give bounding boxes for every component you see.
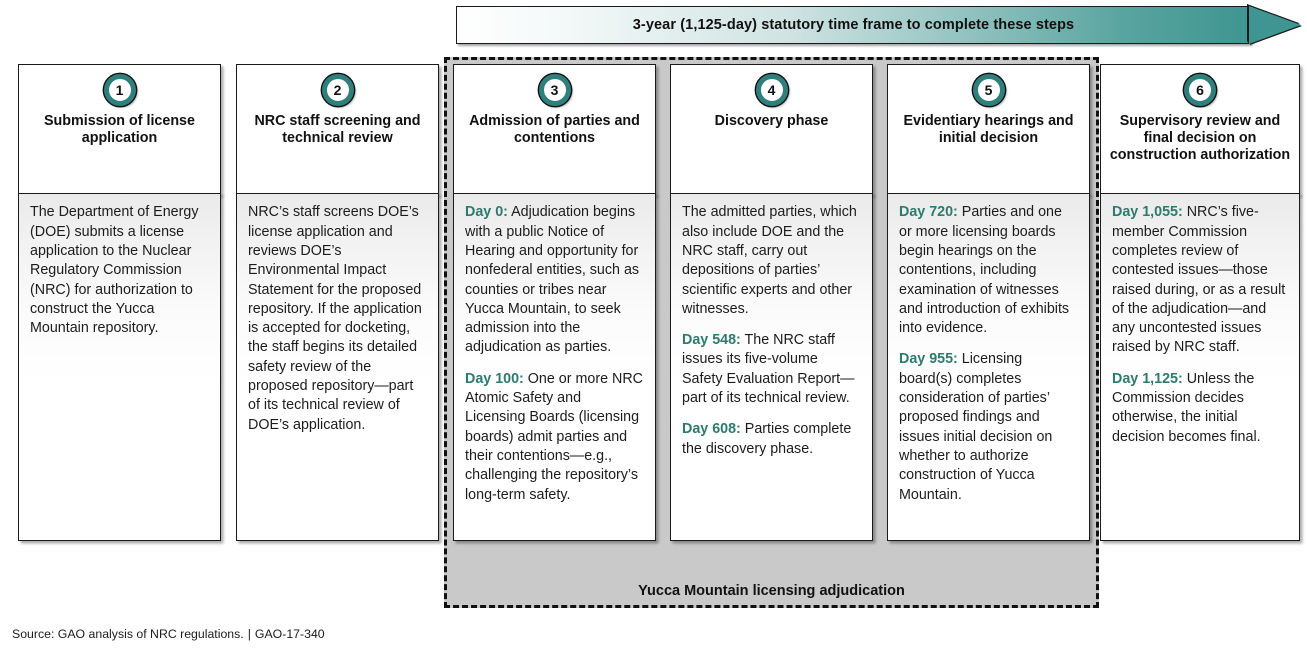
arrow-head-icon	[1249, 6, 1301, 44]
paragraph-text: Adjudication begins with a public Notice…	[465, 204, 640, 356]
step-3-paragraph-1: Day 0: Adjudication begins with a public…	[465, 203, 644, 357]
day-label: Day 1,125:	[1112, 370, 1183, 387]
day-label: Day 955:	[899, 351, 958, 368]
paragraph-text: NRC’s five-member Commission completes r…	[1112, 204, 1286, 356]
step-header-card-1: 1 Submission of license application	[18, 64, 221, 195]
day-label: Day 100:	[465, 370, 524, 387]
step-number-badge-1: 1	[103, 74, 136, 106]
source-text: Source: GAO analysis of NRC regulations.	[12, 627, 244, 641]
step-body-card-5: Day 720: Parties and one or more licensi…	[887, 193, 1090, 542]
step-2-paragraph-1: NRC’s staff screens DOE’s license applic…	[248, 203, 427, 435]
step-column-5: 5 Evidentiary hearings and initial decis…	[887, 64, 1090, 542]
source-line: Source: GAO analysis of NRC regulations.…	[12, 627, 325, 641]
step-header-card-3: 3 Admission of parties and contentions	[453, 64, 656, 195]
step-column-4: 4 Discovery phase The admitted parties, …	[670, 64, 873, 542]
step-column-3: 3 Admission of parties and contentions D…	[453, 64, 656, 542]
banner-body	[456, 6, 1251, 44]
step-header-card-5: 5 Evidentiary hearings and initial decis…	[887, 64, 1090, 195]
day-label: Day 548:	[682, 332, 741, 349]
day-label: Day 1,055:	[1112, 204, 1183, 221]
step-number-badge-6: 6	[1184, 74, 1216, 106]
step-number-badge-3: 3	[538, 74, 571, 106]
step-column-1: 1 Submission of license application The …	[18, 64, 221, 542]
step-body-card-2: NRC’s staff screens DOE’s license applic…	[236, 193, 439, 542]
statutory-timeframe-banner: 3-year (1,125-day) statutory time frame …	[456, 6, 1302, 44]
step-title-4: Discovery phase	[714, 113, 829, 129]
step-body-card-6: Day 1,055: NRC’s five-member Commission …	[1100, 193, 1300, 542]
step-column-6: 6 Supervisory review and final decision …	[1100, 64, 1300, 542]
step-body-card-1: The Department of Energy (DOE) submits a…	[18, 193, 221, 542]
day-label: Day 720:	[899, 204, 958, 221]
step-header-card-2: 2 NRC staff screening and technical revi…	[236, 64, 439, 195]
step-6-paragraph-2: Day 1,125: Unless the Commission decides…	[1112, 370, 1288, 447]
paragraph-text: One or more NRC Atomic Safety and Licens…	[465, 370, 643, 503]
step-body-card-4: The admitted parties, which also include…	[670, 193, 873, 542]
paragraph-text: The admitted parties, which also include…	[682, 204, 857, 317]
step-3-paragraph-2: Day 100: One or more NRC Atomic Safety a…	[465, 370, 644, 505]
step-body-card-3: Day 0: Adjudication begins with a public…	[453, 193, 656, 542]
step-title-2: NRC staff screening and technical review	[254, 113, 421, 147]
report-id: GAO-17-340	[254, 627, 325, 641]
step-5-paragraph-2: Day 955: Licensing board(s) completes co…	[899, 350, 1078, 504]
step-number-badge-5: 5	[972, 74, 1005, 106]
paragraph-text: Licensing board(s) completes considerati…	[899, 351, 1053, 503]
source-separator: |	[247, 627, 251, 641]
step-header-card-6: 6 Supervisory review and final decision …	[1100, 64, 1300, 195]
paragraph-text: Parties and one or more licensing boards…	[899, 204, 1070, 337]
step-title-6: Supervisory review and final decision on…	[1109, 113, 1291, 164]
adjudication-group-label: Yucca Mountain licensing adjudication	[638, 583, 905, 599]
paragraph-text: Parties complete the discovery phase.	[682, 421, 852, 457]
step-4-paragraph-1: The admitted parties, which also include…	[682, 203, 861, 319]
step-5-paragraph-1: Day 720: Parties and one or more licensi…	[899, 203, 1078, 338]
step-4-paragraph-3: Day 608: Parties complete the discovery …	[682, 420, 861, 459]
step-number-badge-2: 2	[321, 74, 354, 106]
step-4-paragraph-2: Day 548: The NRC staff issues its five-v…	[682, 331, 861, 408]
paragraph-text: Unless the Commission decides otherwise,…	[1112, 370, 1261, 445]
process-steps-row: 1 Submission of license application The …	[18, 64, 1300, 542]
paragraph-text: The Department of Energy (DOE) submits a…	[30, 204, 199, 337]
step-header-card-4: 4 Discovery phase	[670, 64, 873, 195]
banner-label: 3-year (1,125-day) statutory time frame …	[632, 17, 1075, 33]
step-number-badge-4: 4	[755, 74, 788, 106]
step-column-2: 2 NRC staff screening and technical revi…	[236, 64, 439, 542]
day-label: Day 608:	[682, 421, 741, 438]
paragraph-text: NRC’s staff screens DOE’s license applic…	[248, 204, 422, 433]
step-6-paragraph-1: Day 1,055: NRC’s five-member Commission …	[1112, 203, 1288, 357]
step-title-1: Submission of license application	[44, 113, 195, 147]
step-title-3: Admission of parties and contentions	[469, 113, 640, 147]
day-label: Day 0:	[465, 204, 508, 221]
step-1-paragraph-1: The Department of Energy (DOE) submits a…	[30, 203, 209, 338]
paragraph-text: The NRC staff issues its five-volume Saf…	[682, 332, 855, 407]
step-title-5: Evidentiary hearings and initial decisio…	[903, 113, 1074, 147]
